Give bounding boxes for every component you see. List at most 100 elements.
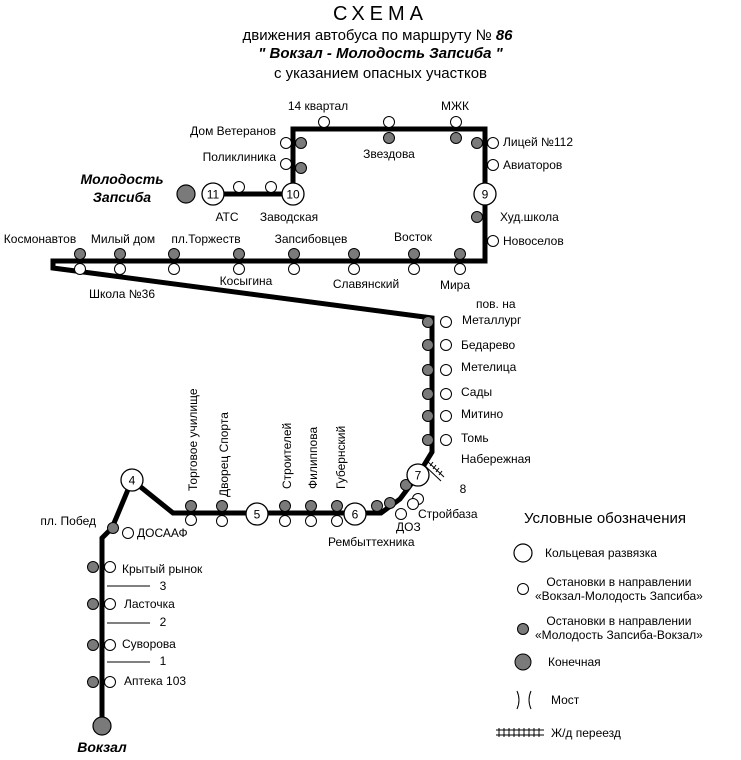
- stop-label-14-kvartal: 14 квартал: [288, 99, 348, 113]
- stop-backward-18: [422, 410, 434, 422]
- stop-forward-27: [216, 515, 228, 527]
- stop-label-metallurg: Металлург: [462, 313, 522, 327]
- stop-backward-27: [185, 500, 197, 512]
- stop-forward-33: [104, 561, 116, 573]
- stop-label-dom-veteranov: Дом Ветеранов: [190, 124, 276, 138]
- stop-label-tom: Томь: [461, 431, 489, 445]
- stop-backward-3: [450, 132, 462, 144]
- stop-forward-0: [318, 116, 330, 128]
- legend-terminal-label: Конечная: [548, 655, 601, 669]
- stop-forward-1: [383, 116, 395, 128]
- stop-forward-34: [104, 598, 116, 610]
- stop-label-mzhk: МЖК: [441, 99, 469, 113]
- schema-subtitle: движения автобуса по маршруту № 86: [7, 27, 741, 44]
- stop-backward-0: [295, 137, 307, 149]
- roundabout-11: [201, 182, 225, 206]
- stop-forward-29: [279, 515, 291, 527]
- stop-backward-31: [87, 639, 99, 651]
- stop-forward-16: [74, 263, 86, 275]
- terminal-start-label: Запсиба: [93, 189, 151, 205]
- stop-backward-10: [233, 248, 245, 260]
- stop-forward-26: [407, 498, 419, 510]
- stop-backward-24: [305, 500, 317, 512]
- stop-label-novoselov: Новоселов: [503, 234, 564, 248]
- roundabout-label-11: 11: [207, 188, 220, 202]
- stops-layer: [74, 116, 499, 736]
- bridge-symbol-icon: [516, 690, 532, 710]
- stop-backward-19: [422, 434, 434, 446]
- stop-forward-11: [348, 263, 360, 275]
- terminal-circle-icon: [514, 653, 532, 671]
- stop-forward-24: [395, 508, 407, 520]
- stop-backward-14: [422, 316, 434, 328]
- schema-note: с указанием опасных участков: [273, 65, 488, 82]
- stop-forward-19: [440, 339, 452, 351]
- stop-label-vostok: Восток: [394, 230, 433, 244]
- stop-label-aviatorov: Авиаторов: [503, 158, 562, 172]
- stop-forward-9: [233, 181, 245, 193]
- stop-backward-23: [331, 500, 343, 512]
- stop-backward-11: [168, 248, 180, 260]
- stop-backward-17: [422, 388, 434, 400]
- roundabout-label-10: 10: [286, 188, 300, 202]
- stop-label-zavodskaya: Заводская: [260, 210, 318, 224]
- legend-roundabout-label: Кольцевая развязка: [545, 546, 657, 560]
- route-segment-top: [50, 126, 488, 516]
- stop-label-mira: Мира: [440, 278, 470, 292]
- stop-label-torg-uchilische: Торговое училище: [186, 388, 200, 491]
- stop-label-zvezdova: Звездова: [363, 147, 415, 161]
- stop-label-badarevo: Бедарево: [461, 338, 516, 352]
- stop-label-mitino: Митино: [461, 407, 504, 421]
- stop-forward-35: [104, 639, 116, 651]
- stop-forward-4: [487, 159, 499, 171]
- stop-label-suvorova: Суворова: [122, 637, 176, 651]
- roundabout-4: [120, 468, 144, 492]
- roundabout-label-9: 9: [482, 188, 489, 202]
- stop-backward-5: [471, 211, 483, 223]
- stop-label-apteka-103: Аптека 103: [124, 674, 186, 688]
- stop-forward-28: [185, 514, 197, 526]
- stop-backward-30: [87, 598, 99, 610]
- stop-backward-8: [348, 248, 360, 260]
- stop-backward-22: [371, 500, 383, 512]
- stop-label-pl-pobed: пл. Побед: [40, 514, 96, 528]
- route-path: [50, 126, 488, 726]
- stop-label-poliklinika: Поликлиника: [203, 150, 277, 164]
- stop-backward-15: [422, 339, 434, 351]
- roundabout-label-7: 7: [415, 469, 422, 483]
- danger-mark-3: 3: [160, 579, 167, 593]
- subtitle-prefix: движения автобуса по маршруту №: [242, 27, 492, 44]
- stop-backward-7: [408, 248, 420, 260]
- stop-label-kosmonavtov: Космонавтов: [4, 232, 76, 246]
- legend-stop-backward-label: Остановки в направлении «Молодость Запси…: [535, 614, 703, 642]
- stop-label-naberezhnaya: Набережная: [461, 452, 531, 466]
- roundabout-label-4: 4: [129, 474, 136, 488]
- stop-label-krytyi-rynok: Крытый рынок: [122, 562, 203, 576]
- legend-stop-forward-label: Остановки в направлении «Вокзал-Молодост…: [535, 575, 703, 603]
- stop-backward-29: [87, 561, 99, 573]
- stop-forward-6: [280, 137, 292, 149]
- stop-label-stroybaza: Стройбаза: [418, 507, 478, 521]
- stop-forward-3: [487, 137, 499, 149]
- roundabout-9: [473, 182, 497, 206]
- stop-label-doz: ДОЗ: [396, 520, 421, 534]
- stop-forward-13: [233, 263, 245, 275]
- legend-symbols: [496, 543, 544, 737]
- legend-title: Условные обозначения: [524, 510, 687, 527]
- danger-mark-8: 8: [460, 482, 467, 496]
- stop-label-dvorec-sporta: Дворец Спорта: [217, 412, 231, 497]
- legend-railway-label: Ж/д переезд: [551, 726, 621, 740]
- stop-label-zapsibovcev: Запсибовцев: [275, 232, 348, 246]
- terminal-start-marker: [176, 184, 196, 204]
- stop-backward-32: [87, 676, 99, 688]
- route-segment-bottom: [99, 479, 135, 726]
- roundabout-5: [245, 502, 269, 526]
- danger-section-ticks: [107, 585, 150, 663]
- stop-label-atc: АТС: [215, 210, 238, 224]
- stop-backward-20: [400, 479, 412, 491]
- stop-label-gubernskiy: Губернский: [334, 426, 348, 489]
- stop-label-metelica: Метелица: [461, 360, 517, 374]
- danger-mark-1: 1: [160, 654, 167, 668]
